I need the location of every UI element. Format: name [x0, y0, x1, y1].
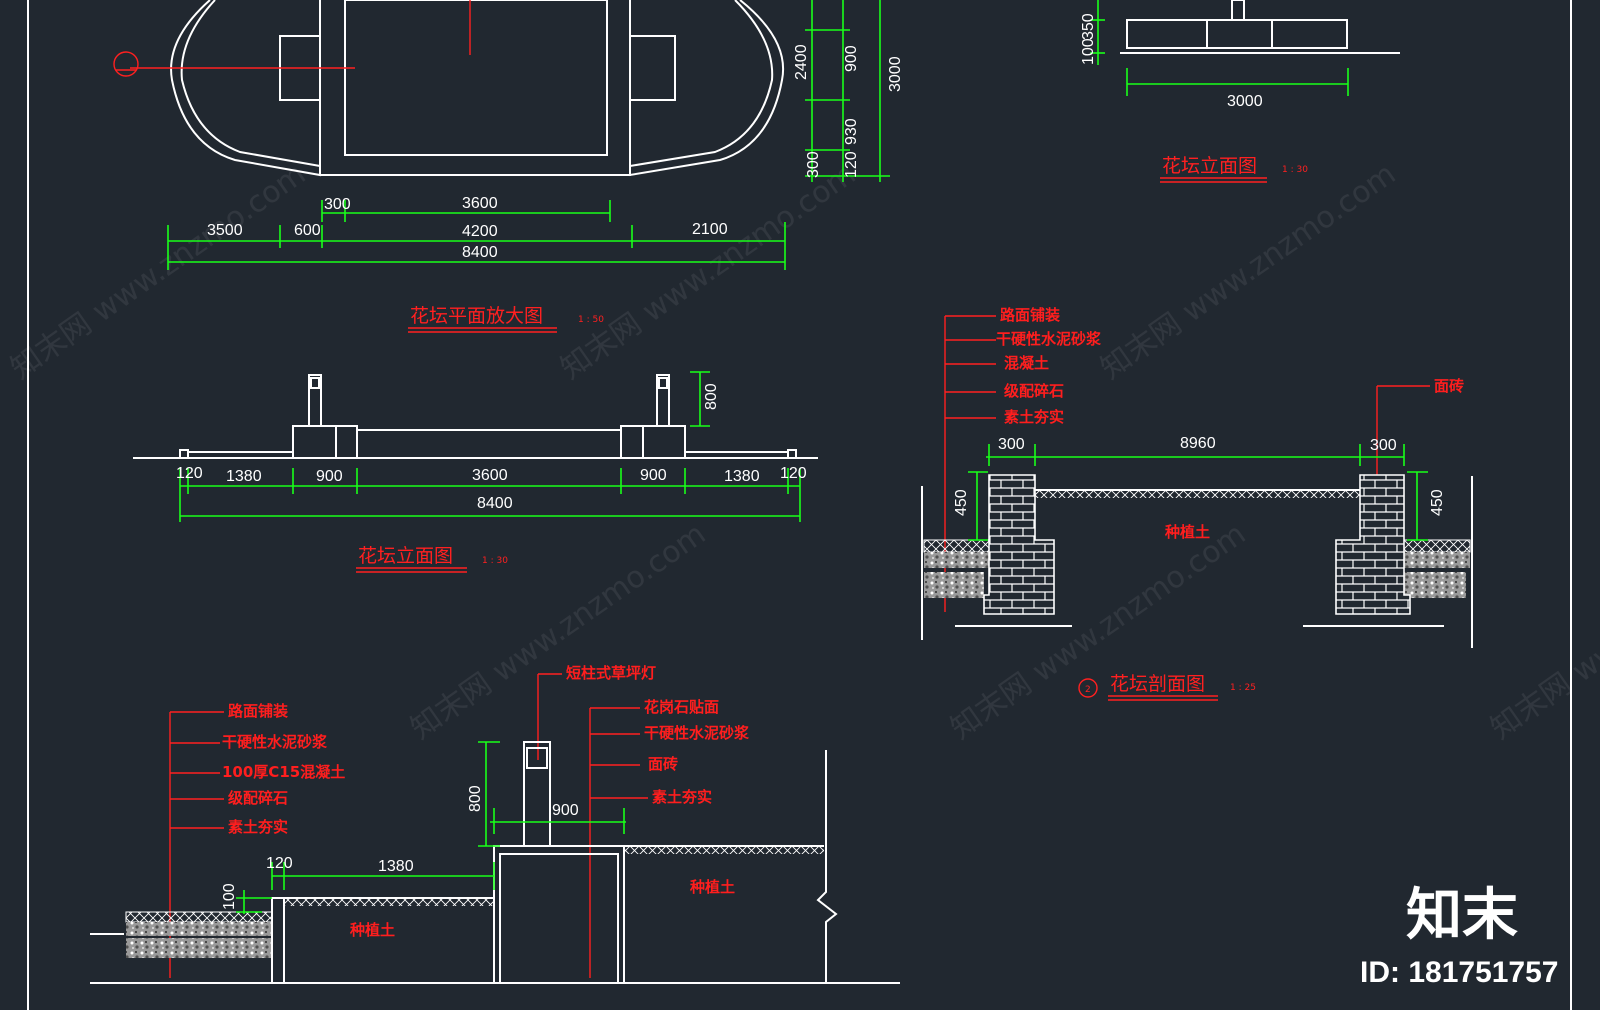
section-height: 450	[953, 489, 970, 516]
watermark: 知末网 www.znzmo.com	[1485, 517, 1600, 747]
section-marker: 2	[1085, 685, 1091, 695]
section-title: 花坛剖面图	[1110, 673, 1205, 695]
watermark: 知末网 www.znzmo.com	[1095, 157, 1403, 387]
small-elev-scale: 1 : 30	[1282, 165, 1308, 175]
detail-left-label: 路面铺装	[228, 702, 289, 720]
brand-logo: 知末	[1406, 883, 1518, 948]
main-elev-dim: 120	[780, 465, 807, 482]
plan-vdim-3000: 3000	[887, 56, 904, 92]
plan-view: 300 3600 3500 600 4200 2100 8400 2400 90…	[113, 0, 904, 333]
detail-right-label: 干硬性水泥砂浆	[644, 724, 750, 742]
detail-right-label: 素土夯实	[652, 788, 712, 806]
plan-scale: 1 : 50	[578, 315, 604, 325]
section-view: 路面铺装 干硬性水泥砂浆 混凝土 级配碎石 素土夯实 面砖 300 8960 3…	[921, 306, 1473, 701]
detail-right-label: 花岗石贴面	[644, 698, 719, 716]
detail-section: 路面铺装 干硬性水泥砂浆 100厚C15混凝土 级配碎石 素土夯实 短柱式草坪灯…	[90, 664, 900, 984]
main-elev-title: 花坛立面图	[358, 545, 453, 567]
plan-dim-600: 600	[294, 222, 321, 239]
section-dim: 8960	[1180, 435, 1216, 452]
detail-dim-120: 120	[266, 855, 293, 872]
main-elev-dim: 1380	[226, 468, 262, 485]
section-label: 路面铺装	[1000, 306, 1061, 324]
section-label: 级配碎石	[1004, 382, 1064, 400]
section-scale: 1 : 25	[1230, 683, 1256, 693]
detail-dim-100: 100	[221, 883, 238, 910]
main-elev-dim: 900	[640, 467, 667, 484]
small-elev-dim-350: 350	[1080, 13, 1097, 40]
watermark: 知末网 www.znzmo.com	[555, 157, 863, 387]
plan-dim-total: 8400	[462, 244, 498, 261]
small-elev-title: 花坛立面图	[1162, 155, 1257, 177]
plan-title: 花坛平面放大图	[410, 305, 543, 327]
section-label: 素土夯实	[1004, 408, 1064, 426]
detail-left-label: 素土夯实	[228, 818, 288, 836]
main-elev-scale: 1 : 30	[482, 556, 508, 566]
plan-vdim-120: 120	[843, 151, 860, 178]
image-id: ID: 181751757	[1360, 956, 1559, 989]
detail-left-label: 100厚C15混凝土	[222, 763, 345, 781]
detail-right-label: 面砖	[648, 755, 678, 773]
small-elev-dim-100: 100	[1080, 38, 1097, 65]
plan-dim-2100: 2100	[692, 221, 728, 238]
plan-vdim-900: 900	[843, 45, 860, 72]
detail-dim-1380: 1380	[378, 858, 414, 875]
plan-dim-3600: 3600	[462, 195, 498, 212]
plan-vdim-930: 930	[843, 118, 860, 145]
plan-vdim-2400: 2400	[793, 44, 810, 80]
main-elev-height: 800	[703, 383, 720, 410]
watermark: 知末网 www.znzmo.com	[5, 157, 313, 387]
detail-dim-900: 900	[552, 802, 579, 819]
main-elev-dim: 120	[176, 465, 203, 482]
section-right-label: 面砖	[1434, 377, 1464, 395]
main-elev-total: 8400	[477, 495, 513, 512]
section-soil-label: 种植土	[1164, 523, 1210, 541]
main-elev-dim: 1380	[724, 468, 760, 485]
plan-vdim-300: 300	[805, 151, 822, 178]
small-elev-dim-3000: 3000	[1227, 93, 1263, 110]
main-elev-dim: 900	[316, 468, 343, 485]
brand-watermark: 知末 ID: 181751757	[1360, 883, 1559, 989]
section-label: 干硬性水泥砂浆	[996, 330, 1102, 348]
main-elev-dim: 3600	[472, 467, 508, 484]
section-dim: 300	[1370, 437, 1397, 454]
section-label: 混凝土	[1004, 354, 1049, 372]
detail-dim-800: 800	[467, 785, 484, 812]
small-elevation: 100 350 3000 花坛立面图 1 : 30	[1080, 0, 1400, 183]
detail-soil-label: 种植土	[349, 921, 395, 939]
section-dim: 300	[998, 436, 1025, 453]
plan-dim-4200: 4200	[462, 223, 498, 240]
plan-dim-3500: 3500	[207, 222, 243, 239]
section-height: 450	[1429, 489, 1446, 516]
main-elevation: 800 120 1380 900 3600 900 1380 120 8400 …	[133, 371, 818, 573]
detail-lamp-label: 短柱式草坪灯	[566, 664, 656, 682]
detail-soil-label: 种植土	[689, 878, 735, 896]
plan-dim-300: 300	[324, 196, 351, 213]
detail-left-label: 级配碎石	[228, 789, 288, 807]
detail-left-label: 干硬性水泥砂浆	[222, 733, 328, 751]
